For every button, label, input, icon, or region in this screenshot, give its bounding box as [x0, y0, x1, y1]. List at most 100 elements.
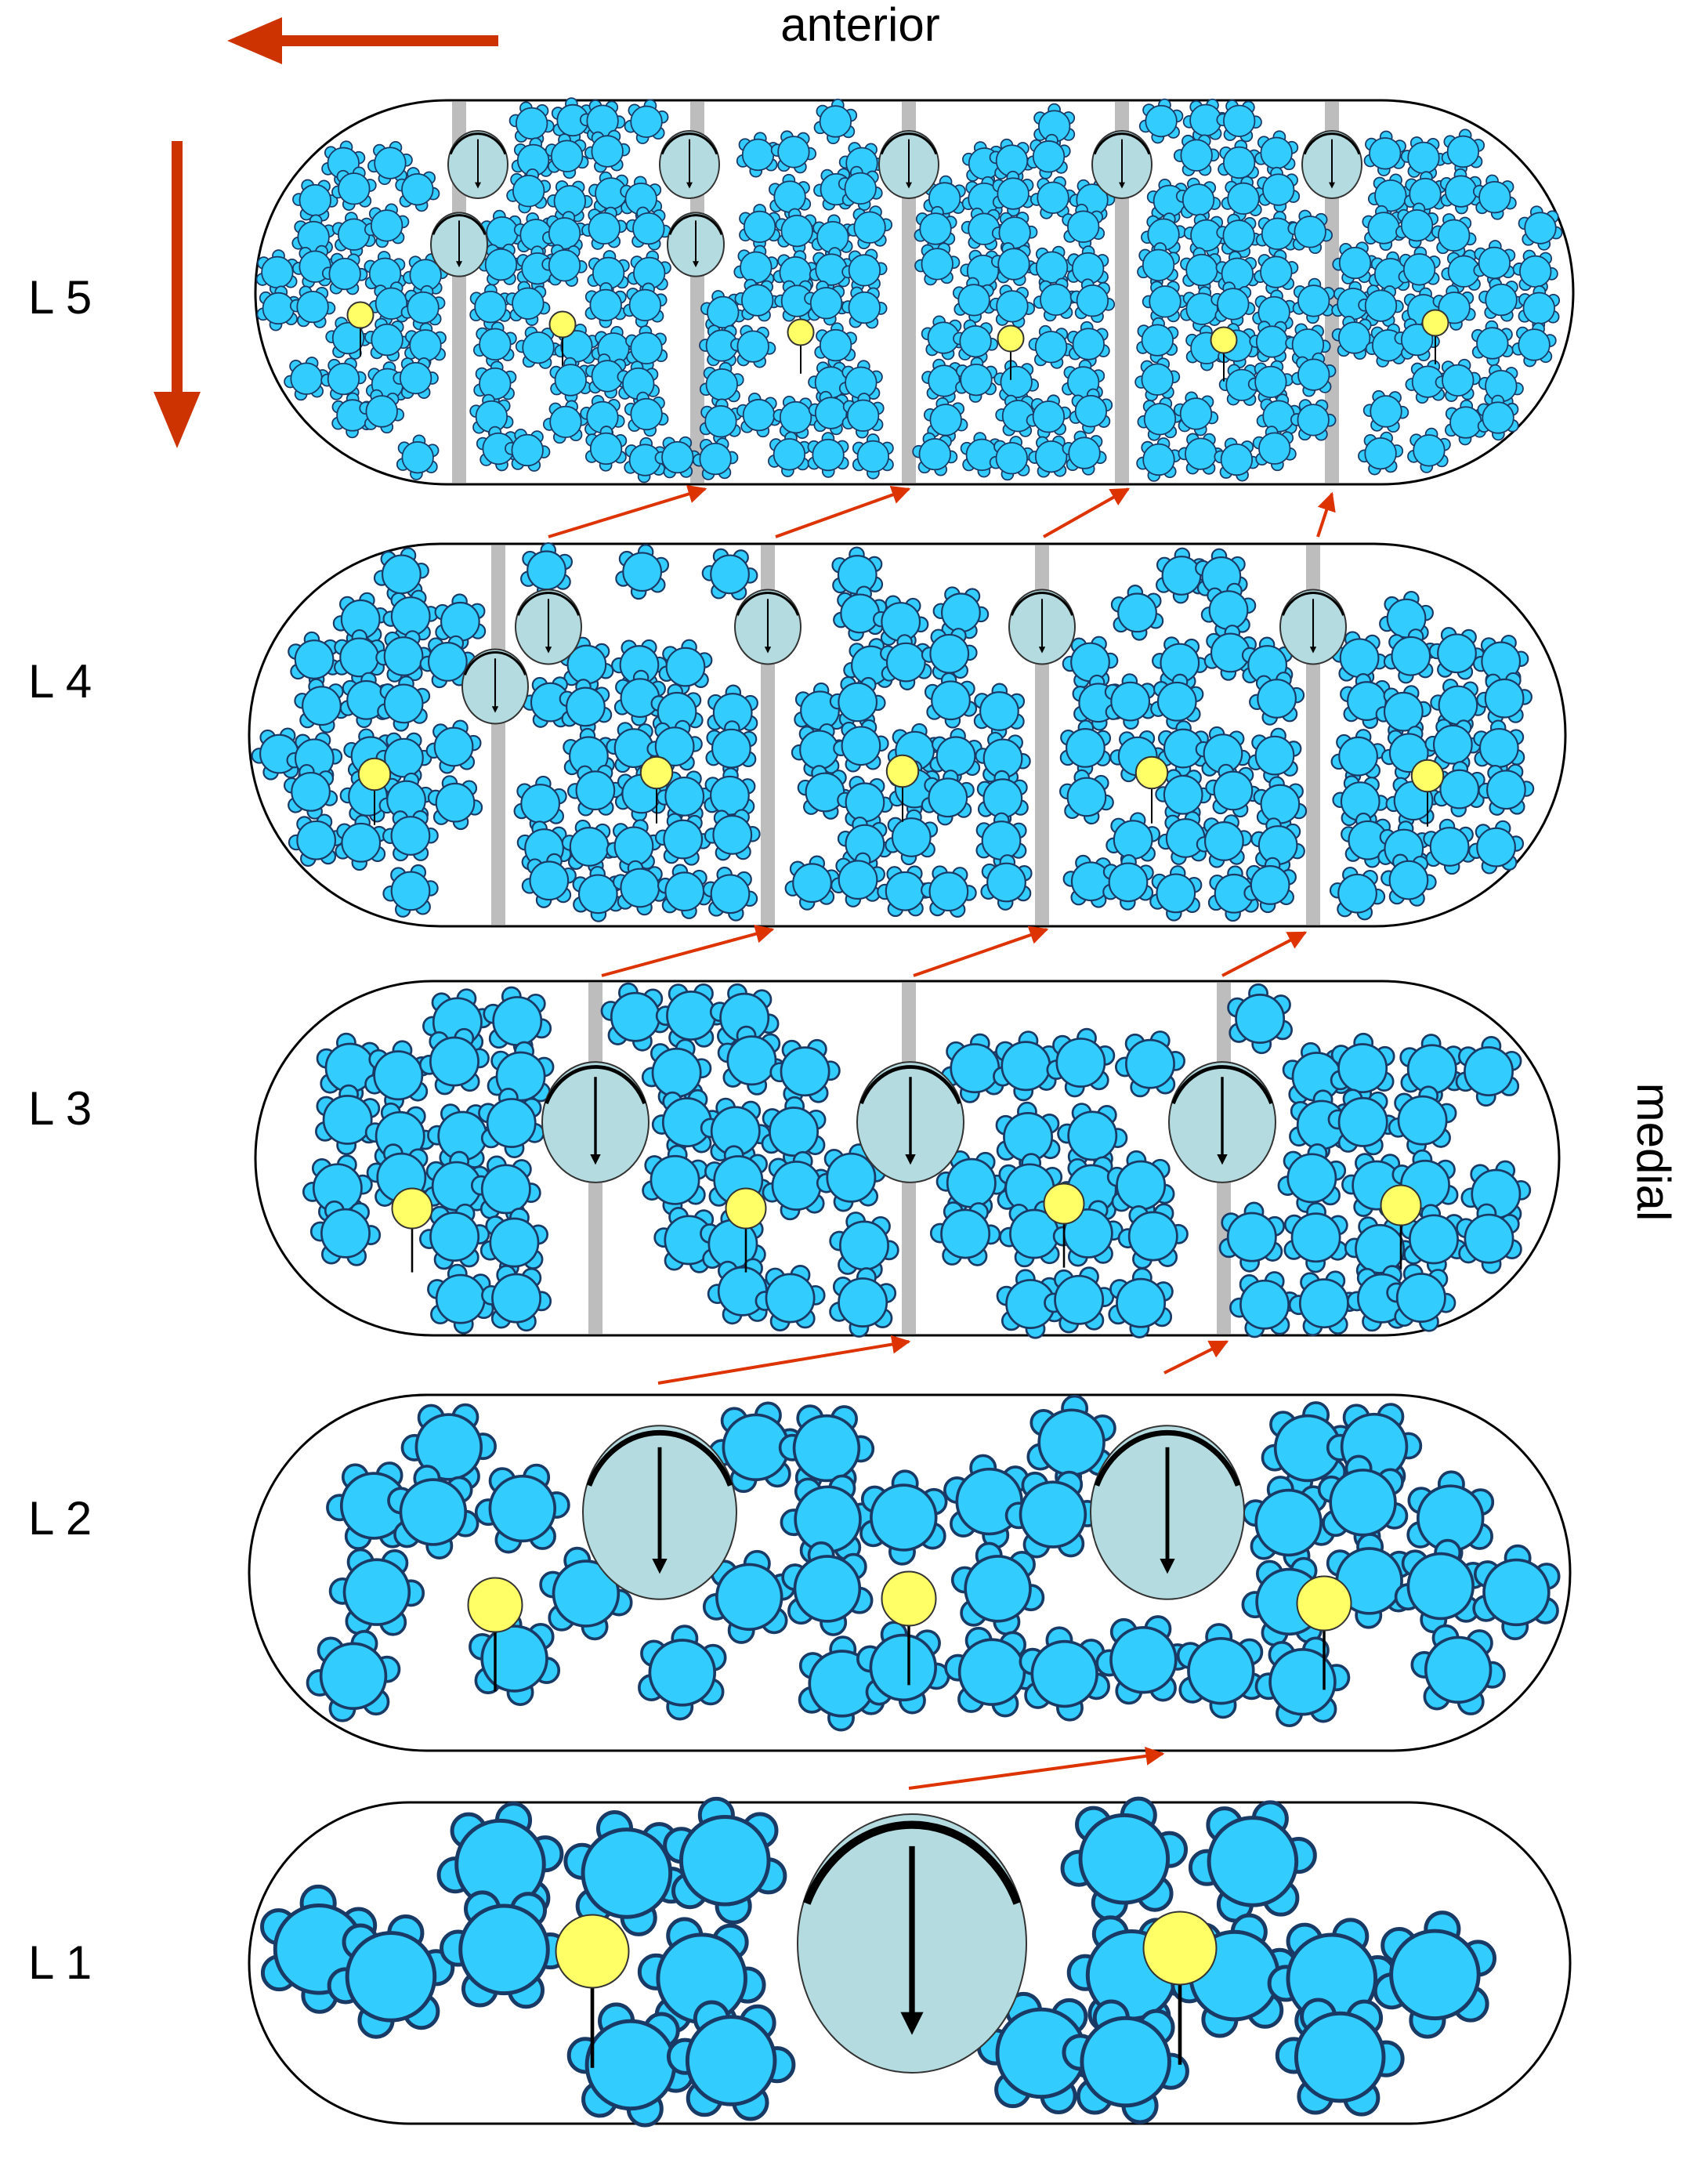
crown-cell-with-arrow-icon — [1090, 1425, 1245, 1600]
blue-flower-cell-icon — [624, 391, 669, 437]
blue-flower-cell-icon — [1243, 857, 1297, 914]
blue-flower-cell-icon — [736, 393, 782, 438]
blue-flower-cell-icon — [929, 1201, 1001, 1266]
blue-flower-cell-icon — [1283, 1202, 1348, 1273]
blue-flower-cell-icon — [699, 398, 743, 444]
stage-panel-l4 — [248, 542, 1567, 928]
lineage-arrow-icon — [601, 925, 775, 977]
blue-flower-cell-icon — [1398, 246, 1441, 293]
blue-flower-cell-icon — [306, 1629, 401, 1722]
stage-label-l1: L 1 — [28, 1936, 92, 1989]
yellow-pin-cell-icon — [787, 318, 815, 374]
blue-flower-cell-icon — [1410, 1624, 1506, 1715]
blue-flower-cell-icon — [1254, 1636, 1351, 1728]
blue-flower-cell-icon — [924, 672, 978, 729]
blue-flower-cell-icon — [1456, 1203, 1522, 1274]
blue-flower-cell-icon — [837, 776, 893, 829]
blue-flower-cell-icon — [1104, 673, 1156, 730]
blue-flower-cell-icon — [1110, 585, 1164, 641]
blue-flower-cell-icon — [775, 208, 819, 254]
blue-flower-cell-icon — [474, 1463, 570, 1554]
blue-flower-cell-icon — [1066, 245, 1109, 292]
blue-flower-cell-icon — [395, 167, 440, 212]
blue-flower-cell-icon — [1249, 672, 1305, 726]
blue-flower-cell-icon — [654, 813, 711, 866]
blue-flower-cell-icon — [615, 544, 670, 600]
blue-flower-cell-icon — [1363, 130, 1406, 176]
blue-flower-cell-icon — [833, 585, 888, 642]
crown-cell-with-arrow-icon — [797, 1813, 1027, 2074]
blue-flower-cell-icon — [734, 278, 780, 322]
blue-flower-cell-icon — [419, 1027, 490, 1096]
lineage-arrow-icon — [657, 1335, 911, 1385]
blue-flower-cell-icon — [950, 1541, 1045, 1636]
blue-flower-cell-icon — [1317, 1454, 1409, 1551]
stage-panel-l5 — [254, 97, 1575, 486]
blue-flower-cell-icon — [993, 360, 1040, 404]
lineage-arrow-icon — [1163, 1340, 1229, 1375]
blue-flower-cell-icon — [1114, 1030, 1185, 1098]
crown-cell-with-arrow-icon — [582, 1425, 737, 1600]
blue-flower-cell-icon — [469, 284, 512, 330]
blue-flower-cell-icon — [419, 1203, 490, 1270]
blue-flower-cell-icon — [1358, 284, 1404, 328]
blue-flower-cell-icon — [973, 683, 1026, 740]
crown-cell-with-arrow-icon — [1168, 1061, 1276, 1183]
crown-cell-with-arrow-icon — [1279, 589, 1347, 665]
blue-flower-cell-icon — [1362, 205, 1406, 252]
blue-flower-cell-icon — [1200, 582, 1257, 638]
blue-flower-cell-icon — [404, 322, 447, 369]
stage-label-l4: L 4 — [28, 655, 92, 708]
lineage-arrow-icon — [1221, 931, 1308, 977]
blue-flower-cell-icon — [1358, 431, 1404, 476]
blue-flower-cell-icon — [650, 683, 704, 741]
blue-flower-cell-icon — [1424, 719, 1482, 771]
blue-flower-cell-icon — [831, 546, 884, 603]
blue-flower-cell-icon — [1229, 1271, 1301, 1338]
blue-flower-cell-icon — [914, 205, 957, 252]
blue-flower-cell-icon — [961, 207, 1008, 251]
blue-flower-cell-icon — [382, 864, 439, 918]
blue-flower-cell-icon — [579, 100, 626, 143]
blue-flower-cell-icon — [829, 1212, 899, 1280]
stage-panel-l1 — [248, 1796, 1572, 2128]
blue-flower-cell-icon — [320, 357, 367, 400]
blue-flower-cell-icon — [289, 285, 336, 328]
blue-flower-cell-icon — [1455, 1036, 1522, 1107]
crown-cell-with-arrow-icon — [541, 1061, 650, 1183]
blue-flower-cell-icon — [403, 253, 449, 297]
blue-flower-cell-icon — [427, 775, 483, 831]
blue-flower-cell-icon — [1327, 1088, 1399, 1156]
blue-flower-cell-icon — [1478, 364, 1524, 408]
blue-flower-cell-icon — [657, 864, 712, 919]
lineage-arrow-icon — [1316, 491, 1336, 538]
anterior-label: anterior — [780, 0, 939, 51]
blue-flower-cell-icon — [393, 357, 439, 400]
blue-flower-cell-icon — [705, 720, 758, 777]
blue-flower-cell-icon — [542, 211, 588, 256]
blue-flower-cell-icon — [1330, 1032, 1395, 1104]
blue-flower-cell-icon — [584, 282, 627, 328]
blue-flower-cell-icon — [921, 770, 975, 826]
blue-flower-cell-icon — [989, 436, 1034, 481]
yellow-pin-cell-icon — [467, 1577, 523, 1692]
blue-flower-cell-icon — [768, 431, 811, 477]
blue-flower-cell-icon — [1381, 853, 1437, 907]
blue-flower-cell-icon — [1388, 1085, 1457, 1156]
blue-flower-cell-icon — [1292, 277, 1335, 324]
blue-flower-cell-icon — [1062, 204, 1105, 250]
blue-flower-cell-icon — [1227, 983, 1293, 1055]
blue-flower-cell-icon — [797, 765, 853, 820]
blue-flower-cell-icon — [989, 284, 1036, 328]
blue-flower-cell-icon — [754, 1264, 826, 1332]
blue-flower-cell-icon — [1216, 100, 1262, 143]
blue-flower-cell-icon — [1150, 673, 1204, 730]
blue-flower-cell-icon — [364, 1040, 432, 1111]
blue-flower-cell-icon — [781, 1541, 874, 1636]
yellow-pin-cell-icon — [725, 1187, 767, 1273]
blue-flower-cell-icon — [335, 814, 388, 871]
blue-flower-cell-icon — [1141, 212, 1186, 257]
blue-flower-cell-icon — [1205, 763, 1261, 818]
blue-flower-cell-icon — [1242, 1476, 1336, 1570]
blue-flower-cell-icon — [1362, 389, 1409, 433]
